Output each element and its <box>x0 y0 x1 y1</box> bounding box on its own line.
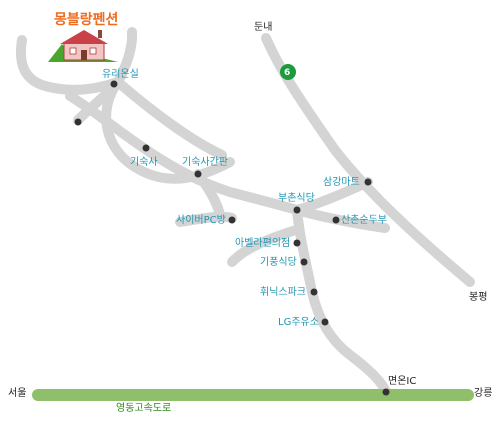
label-buchon: 부촌식당 <box>278 193 315 204</box>
dot-yurionsil <box>110 80 118 88</box>
town-gangneung: 강릉 <box>474 388 493 399</box>
dot-west-end <box>74 118 82 126</box>
pension-title: 몽블랑펜션 <box>54 12 119 28</box>
town-bongpyeong: 봉평 <box>469 292 488 303</box>
road-sanchon <box>292 205 390 233</box>
label-highway: 영동고속도로 <box>116 403 172 414</box>
road-abella <box>227 225 301 267</box>
dot-samgang-mart <box>364 178 372 186</box>
label-gisuksa: 기숙사 <box>130 157 158 168</box>
dot-cyber-pc <box>228 216 236 224</box>
dot-abella <box>293 239 301 247</box>
town-seoul: 서울 <box>8 388 27 399</box>
dot-sanchon <box>332 216 340 224</box>
label-myeonon-ic: 면온IC <box>388 376 417 387</box>
label-cyber-pc: 사이버PC방 <box>176 215 226 226</box>
label-sanchon: 산촌순두부 <box>341 215 387 226</box>
road-west-top <box>16 35 123 95</box>
label-hwinik: 휘닉스파크 <box>260 287 306 298</box>
dot-buchon <box>293 206 301 214</box>
route-6-number: 6 <box>284 68 291 78</box>
dot-myeonon-ic <box>382 388 390 396</box>
road-south <box>292 205 391 397</box>
road-loop <box>113 77 227 160</box>
dot-hwinik <box>310 288 318 296</box>
dot-gipung <box>300 258 308 266</box>
label-yurionsil: 유리온실 <box>102 69 139 80</box>
town-dunnae: 둔내 <box>254 22 273 33</box>
label-gisuk-sagwan: 기숙사간판 <box>182 157 228 168</box>
pension-house-icon <box>48 30 118 62</box>
label-gipung: 기풍식당 <box>260 257 297 268</box>
dot-lg-gas <box>321 318 329 326</box>
dot-gisuk-sagwan <box>194 170 202 178</box>
label-lg-gas: LG주유소 <box>278 317 319 328</box>
route-6-badge <box>280 64 296 80</box>
label-samgang-mart: 삼강마트 <box>323 177 360 188</box>
label-abella: 아벨라편의점 <box>235 238 291 249</box>
road-pc-spur <box>175 211 237 227</box>
dot-gisuksa <box>142 144 150 152</box>
